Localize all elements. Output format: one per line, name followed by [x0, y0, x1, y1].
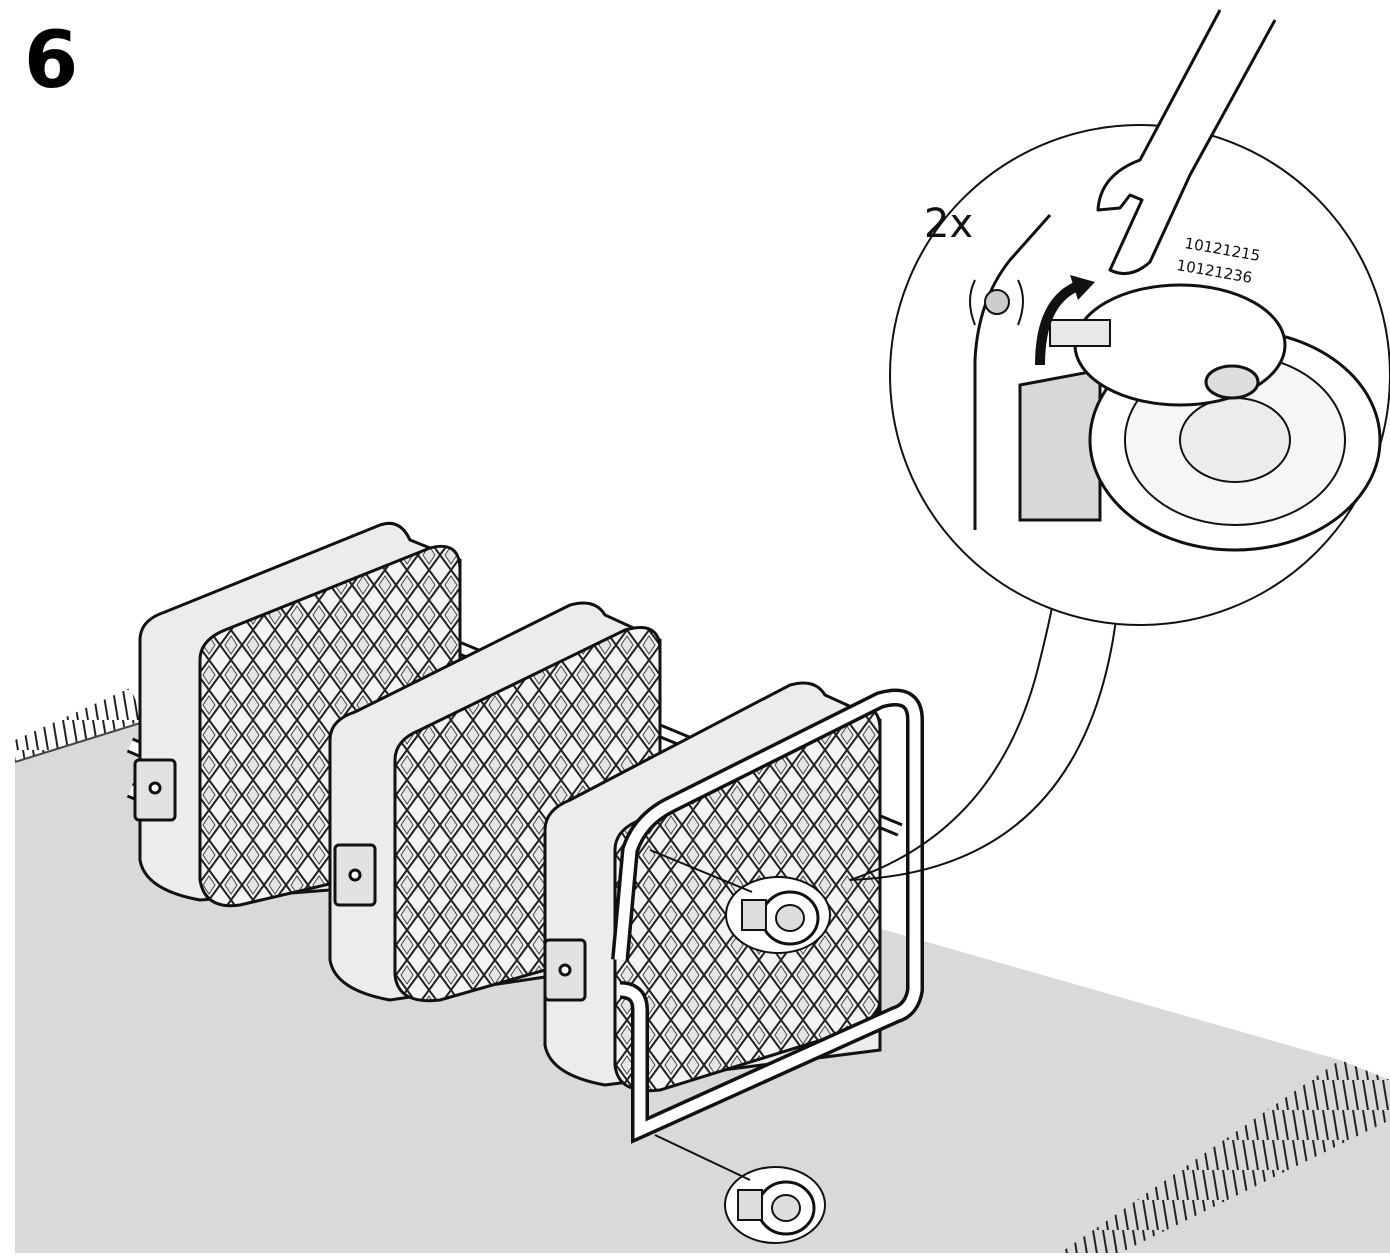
detail-callout-circle: [889, 124, 1390, 626]
step-number: 6: [24, 16, 79, 106]
wrench-icon: [1096, 9, 1277, 276]
quantity-label: 2x: [924, 201, 974, 247]
caster-wheel-upper: [649, 849, 831, 954]
front-frame: [611, 688, 924, 1144]
frame-brackets: [133, 758, 587, 1002]
caster-wheel-lower: [654, 1134, 826, 1244]
